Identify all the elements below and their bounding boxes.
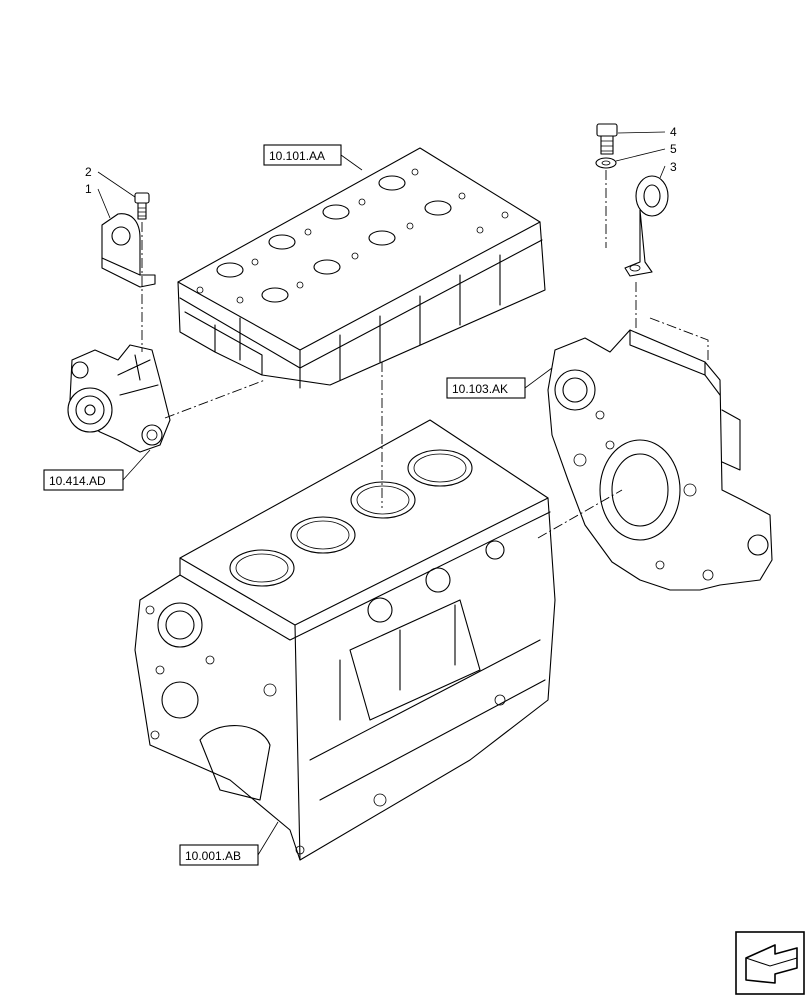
reference-flywheel-housing[interactable]: 10.103.AK	[446, 367, 553, 399]
reference-label-cylinder-head[interactable]: 10.101.AA	[269, 149, 325, 163]
reference-label-flywheel-housing[interactable]: 10.103.AK	[452, 382, 508, 396]
item-number-3[interactable]: 3	[670, 160, 677, 174]
bolt-rear-drawing	[596, 123, 618, 155]
lifting-bracket-front-drawing	[101, 213, 156, 288]
cylinder-head-drawing	[177, 147, 546, 389]
assembly-lines	[141, 170, 709, 539]
reference-water-pump[interactable]: 10.414.AD	[43, 449, 151, 491]
bolt-front-drawing	[134, 192, 150, 220]
water-pump-drawing	[67, 344, 171, 453]
next-page-arrow-icon[interactable]	[735, 931, 805, 995]
reference-engine-block[interactable]: 10.001.AB	[179, 821, 279, 866]
flywheel-housing-drawing	[547, 329, 773, 591]
engine-block-drawing	[134, 419, 556, 861]
reference-cylinder-head[interactable]: 10.101.AA	[263, 144, 363, 171]
washer-drawing	[595, 157, 617, 169]
reference-label-engine-block[interactable]: 10.001.AB	[185, 849, 241, 863]
item-callouts: 2 1 4 5 3	[85, 125, 677, 219]
item-number-5[interactable]: 5	[670, 142, 677, 156]
item-number-4[interactable]: 4	[670, 125, 677, 139]
item-number-1[interactable]: 1	[85, 182, 92, 196]
item-number-2[interactable]: 2	[85, 165, 92, 179]
lifting-eye-rear-drawing	[624, 175, 669, 277]
reference-label-water-pump[interactable]: 10.414.AD	[49, 474, 106, 488]
